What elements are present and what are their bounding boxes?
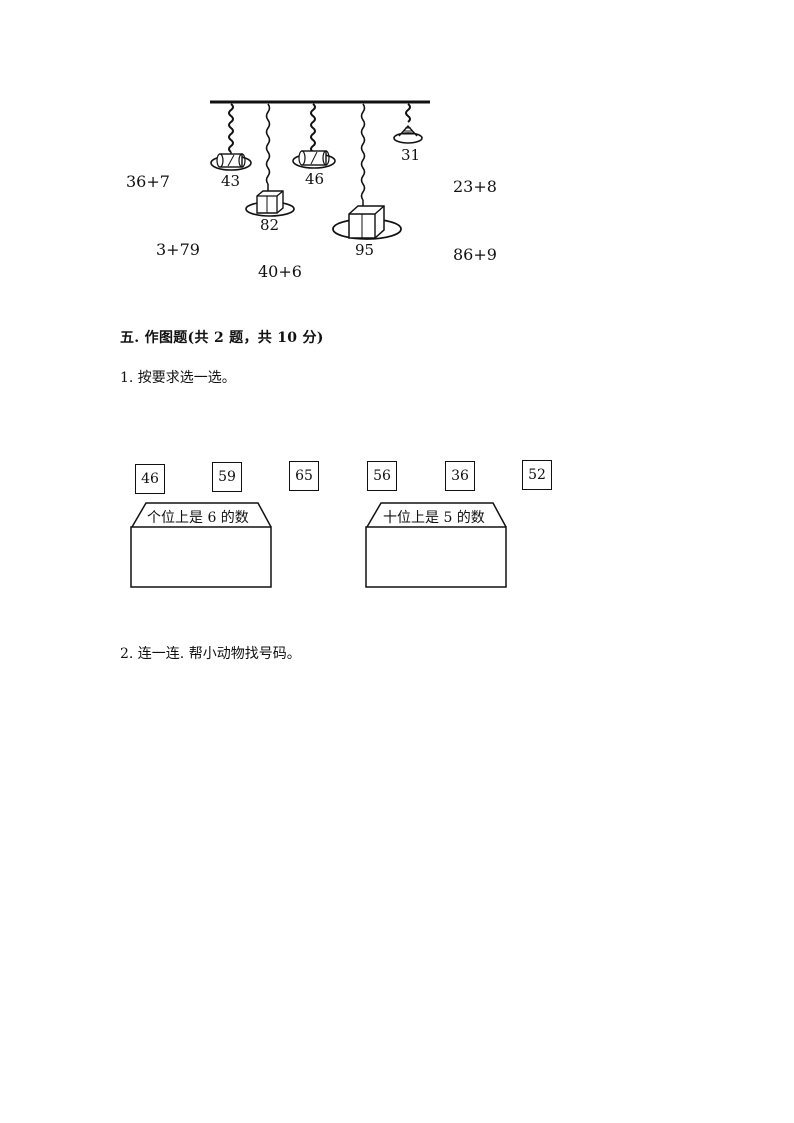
weight-label: 46 — [305, 170, 325, 188]
sorting-bins — [130, 502, 507, 588]
weight-43-shape — [210, 153, 252, 171]
weight-31-shape — [393, 124, 423, 144]
weight-46-shape — [292, 150, 336, 169]
section-heading: 五. 作图题(共 2 题，共 10 分) — [120, 330, 324, 346]
expression-label: 86+9 — [453, 245, 497, 264]
spring-43 — [228, 103, 234, 153]
spring-31 — [405, 103, 411, 123]
bin-tens-5-label: 十位上是 5 的数 — [383, 510, 485, 526]
number-card[interactable]: 46 — [135, 464, 165, 494]
bin-ones-6-label: 个位上是 6 的数 — [147, 510, 249, 526]
spring-82 — [265, 103, 271, 185]
expression-label: 36+7 — [126, 172, 170, 191]
bin-ones-6-outline — [130, 502, 272, 588]
spring-95 — [360, 103, 366, 201]
question-1-prompt: 1. 按要求选一选。 — [120, 370, 236, 386]
number-card[interactable]: 65 — [289, 461, 319, 491]
number-card[interactable]: 36 — [445, 461, 475, 491]
weight-label: 95 — [355, 241, 375, 259]
bin-ones-6-dropzone[interactable] — [131, 527, 271, 587]
expression-label: 23+8 — [453, 177, 497, 196]
number-card[interactable]: 52 — [522, 460, 552, 490]
number-card[interactable]: 56 — [367, 461, 397, 491]
weight-label: 82 — [260, 216, 280, 234]
weight-82-shape — [245, 190, 295, 217]
weight-95-shape — [332, 205, 402, 240]
expression-label: 3+79 — [156, 240, 200, 259]
question-2-prompt: 2. 连一连. 帮小动物找号码。 — [120, 646, 301, 662]
expression-label: 40+6 — [258, 262, 302, 281]
spring-46 — [310, 103, 316, 153]
number-card[interactable]: 59 — [212, 462, 242, 492]
weight-label: 31 — [401, 146, 421, 164]
weight-label: 43 — [221, 172, 241, 190]
bin-tens-5-dropzone[interactable] — [366, 527, 506, 587]
bin-tens-5-outline — [365, 502, 507, 588]
hanging-weights-illustration — [210, 100, 430, 240]
